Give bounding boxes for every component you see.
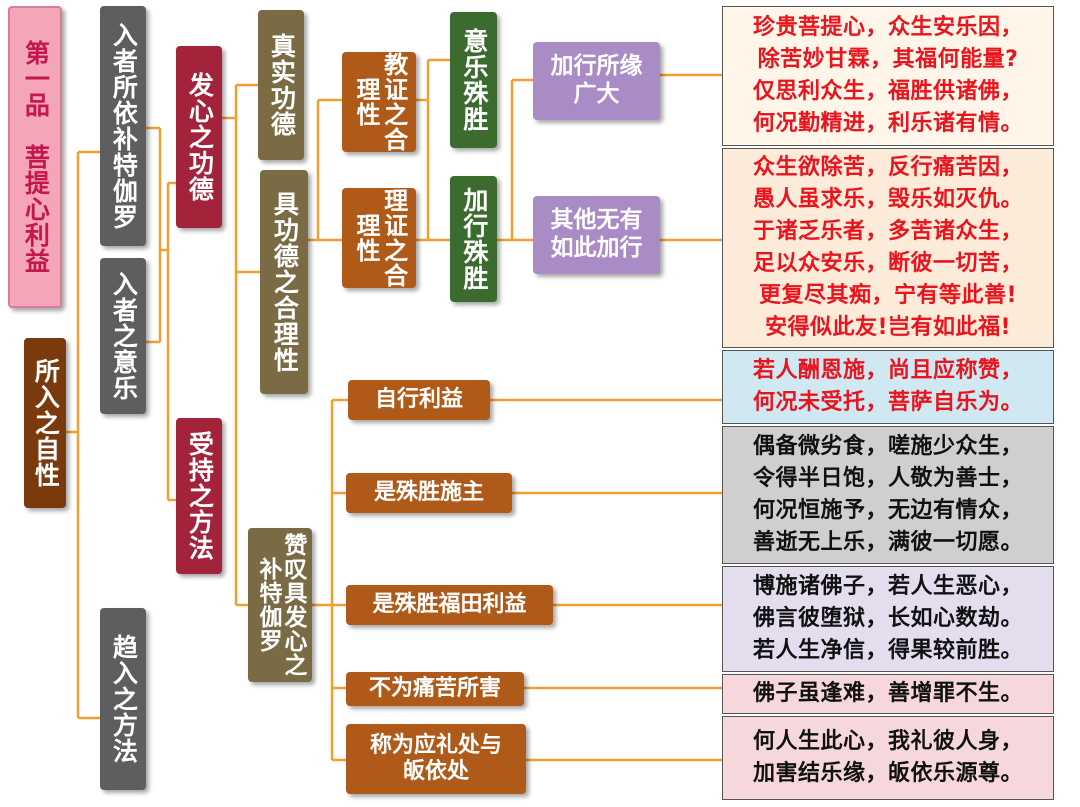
title-text: 第一品 菩提心利益 (21, 40, 51, 274)
verse-line: 加害结乐缘，皈依乐源尊。 (752, 761, 1023, 786)
verse-line: 佛言彼堕狱，长如心数劫。 (752, 606, 1023, 631)
node-bu-wei: 不为痛苦所害 (346, 672, 524, 706)
verse-block: 佛子虽逢难，善增罪不生。 (722, 674, 1054, 714)
node-ju-gong-de-label: 具功德之合理性 (270, 191, 300, 373)
node-ru-zhe-suo-yi: 入者所依补特伽罗 (100, 6, 146, 246)
verse-line: 善逝无上乐，满彼一切愿。 (752, 530, 1023, 555)
verse-block: 若人酬恩施，尚且应称赞， 何况未受托，菩萨自乐为。 (722, 350, 1054, 424)
node-suo-yuan: 加行所缘广大 (533, 42, 660, 120)
verse-line: 珍贵菩提心，众生安乐因， (752, 15, 1023, 40)
title-box: 第一品 菩提心利益 (8, 6, 62, 308)
verse-line: 足以众安乐，断彼一切苦， (752, 251, 1023, 276)
node-shi-shi-zhu-label: 是殊胜施主 (373, 479, 484, 505)
node-zi-xing: 自行利益 (348, 380, 490, 420)
node-yi-le-label: 意乐殊胜 (459, 28, 489, 132)
verse-line: 除苦妙甘霖，其福何能量? (757, 47, 1019, 72)
verse-line: 何况未受托，菩萨自乐为。 (752, 390, 1023, 415)
node-li-zheng: 理证之合理性 (342, 188, 416, 288)
node-yi-le: 意乐殊胜 (450, 12, 497, 148)
node-qi-ta: 其他无有如此加行 (533, 196, 660, 274)
node-jiao-zheng-label: 教证之合理性 (352, 52, 408, 152)
node-qu-ru: 趋入之方法 (100, 608, 146, 790)
verse-line: 愚人虽求乐，毁乐如灭仇。 (752, 187, 1023, 212)
node-jia-xing: 加行殊胜 (450, 176, 497, 302)
verse-line: 偶备微劣食，嗟施少众生， (752, 434, 1023, 459)
node-shou-chi: 受持之方法 (176, 418, 222, 574)
node-qu-ru-label: 趋入之方法 (109, 634, 139, 764)
node-jiao-zheng: 教证之合理性 (342, 52, 416, 152)
node-suo-ru: 所入之自性 (24, 338, 66, 508)
node-fa-xin-label: 发心之功德 (185, 72, 215, 202)
node-fa-xin: 发心之功德 (176, 46, 222, 228)
verse-line: 安得似此友!岂有如此福! (764, 315, 1012, 340)
node-shou-chi-label: 受持之方法 (185, 431, 215, 561)
verse-block: 博施诸佛子，若人生恶心， 佛言彼堕狱，长如心数劫。若人生净信，得果较前胜。 (722, 566, 1054, 672)
node-bu-wei-label: 不为痛苦所害 (368, 675, 501, 701)
verse-block: 珍贵菩提心，众生安乐因， 除苦妙甘霖，其福何能量? 仅思利众生，福胜供诸佛， 何况勤精… (722, 6, 1054, 146)
verse-block: 众生欲除苦，反行痛苦因， 愚人虽求乐，毁乐如灭仇。于诸乏乐者，多苦诸众生， 足以众安… (722, 148, 1054, 348)
node-zi-xing-label: 自行利益 (374, 386, 463, 412)
node-ru-zhe-yi-le: 入者之意乐 (100, 258, 146, 414)
node-jia-xing-label: 加行殊胜 (459, 187, 489, 291)
verse-line: 若人生净信，得果较前胜。 (752, 638, 1023, 663)
node-zan-tan-label: 赞叹具发心之补特伽罗 (255, 533, 306, 677)
verse-line: 博施诸佛子，若人生恶心， (752, 574, 1023, 599)
node-fu-tian-label: 是殊胜福田利益 (372, 591, 527, 617)
verse-line: 更复尽其痴，宁有等此善! (758, 283, 1018, 308)
verse-line: 令得半日饱，人敬为善士， (752, 466, 1023, 491)
node-cheng-wei-label: 称为应礼处与皈依处 (369, 732, 502, 784)
verse-line: 何况恒施予，无边有情众， (752, 498, 1023, 523)
node-ru-zhe-suo-yi-label: 入者所依补特伽罗 (109, 22, 139, 230)
verse-line: 何人生此心，我礼彼人身， (752, 729, 1023, 754)
verse-line: 于诸乏乐者，多苦诸众生， (752, 219, 1023, 244)
verse-line: 仅思利众生，福胜供诸佛， (752, 79, 1023, 104)
node-zan-tan: 赞叹具发心之补特伽罗 (248, 528, 312, 682)
node-zhen-shi: 真实功德 (258, 10, 304, 160)
connector-group (64, 58, 722, 762)
verse-line: 何况勤精进，利乐诸有情。 (752, 111, 1023, 136)
node-qi-ta-label: 其他无有如此加行 (550, 207, 643, 261)
verse-line: 众生欲除苦，反行痛苦因， (752, 155, 1023, 180)
verse-line: 佛子虽逢难，善增罪不生。 (752, 681, 1023, 706)
verse-block: 偶备微劣食，嗟施少众生， 令得半日饱，人敬为善士， 何况恒施予，无边有情众， 善逝无上… (722, 426, 1054, 564)
node-ju-gong-de: 具功德之合理性 (260, 170, 308, 394)
node-cheng-wei: 称为应礼处与皈依处 (346, 724, 526, 794)
verse-line: 若人酬恩施，尚且应称赞， (752, 358, 1023, 383)
node-shi-shi-zhu: 是殊胜施主 (346, 473, 512, 513)
node-suo-yuan-label: 加行所缘广大 (550, 53, 643, 107)
node-suo-ru-label: 所入之自性 (31, 358, 61, 488)
node-fu-tian: 是殊胜福田利益 (346, 585, 553, 625)
node-li-zheng-label: 理证之合理性 (352, 188, 408, 288)
node-zhen-shi-label: 真实功德 (267, 33, 297, 137)
verse-block: 何人生此心，我礼彼人身， 加害结乐缘，皈依乐源尊。 (722, 716, 1054, 800)
node-ru-zhe-yi-le-label: 入者之意乐 (109, 271, 139, 401)
